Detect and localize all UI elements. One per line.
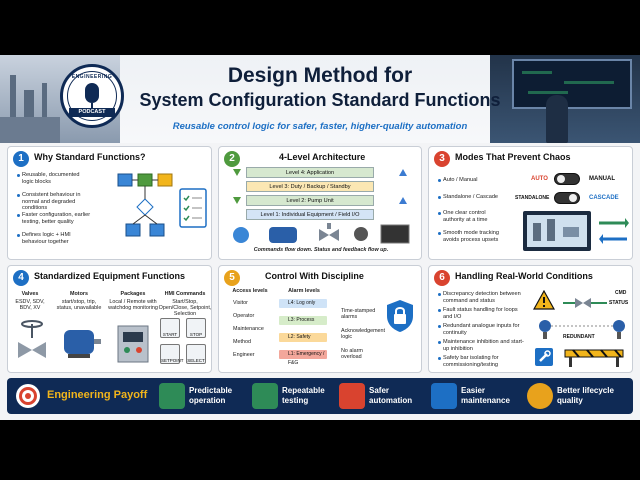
card-title: Modes That Prevent Chaos — [455, 152, 571, 162]
arrow-down-icon — [233, 197, 241, 204]
valve-feedback-icon — [563, 298, 607, 308]
payoff-heading: Engineering Payoff — [47, 389, 148, 401]
motor-icon — [64, 330, 101, 358]
operator-figure-icon — [546, 95, 568, 143]
shield-lock-icon — [387, 300, 413, 332]
card-number-badge: 2 — [224, 151, 240, 167]
alarm-level-2: L2: Safety — [279, 333, 327, 342]
alarm-level-4: L4: Log only — [279, 299, 327, 308]
access-engineer: Engineer — [233, 352, 255, 358]
cmd-label: CMD — [615, 290, 627, 296]
card-standardized-equipment: 4 Standardized Equipment Functions Valve… — [7, 265, 212, 373]
page-title-line-2: System Configuration Standard Functions — [139, 90, 501, 110]
card-number-badge: 5 — [224, 270, 240, 286]
access-maintenance: Maintenance — [233, 326, 264, 332]
column-motors-head: Motors — [70, 291, 88, 297]
shield-check-icon — [339, 383, 365, 409]
target-icon — [16, 384, 40, 408]
package-panel-icon — [117, 325, 149, 363]
level-1-bar: Level 1: Individual Equipment / Field I/… — [246, 209, 374, 220]
arrow-up-icon — [399, 169, 407, 176]
arrow-up-icon — [399, 197, 407, 204]
access-levels-head: Access levels — [232, 288, 268, 294]
standalone-label: STANDALONE — [515, 195, 550, 201]
card-number-badge: 3 — [434, 151, 450, 167]
chart-growth-icon — [159, 383, 185, 409]
valve-icon — [18, 320, 46, 358]
card-number-badge: 4 — [13, 270, 29, 286]
card-title: Why Standard Functions? — [34, 152, 146, 162]
column-hmi-text: Start/Stop, Open/Close, Setpoint, Select… — [158, 299, 212, 318]
access-operator: Operator — [233, 313, 255, 319]
wrench-icon — [535, 348, 553, 366]
column-packages-head: Packages — [120, 291, 146, 297]
card-number-badge: 6 — [434, 270, 450, 286]
level-3-bar: Level 3: Duty / Backup / Standby — [246, 181, 374, 192]
page-subtitle: Reusable control logic for safer, faster… — [172, 121, 468, 132]
standalone-cascade-toggle[interactable] — [554, 192, 580, 204]
hmi-select-button[interactable]: SELECT — [186, 344, 206, 364]
hmi-start-button[interactable]: START — [160, 318, 180, 338]
redundant-sensors-icon — [539, 320, 625, 339]
arrow-down-icon — [233, 169, 241, 176]
note-acknowledgement: Acknowledgement logic — [341, 328, 386, 341]
redundant-label: REDUNDANT — [563, 334, 595, 340]
level-4-bar: Level 4: Application — [246, 167, 374, 178]
access-visitor: Visitor — [233, 300, 248, 306]
note-no-overload: No alarm overload — [341, 348, 363, 361]
card-number-badge: 1 — [13, 151, 29, 167]
card-modes-prevent-chaos: 3 Modes That Prevent Chaos Auto / Manual… — [428, 146, 633, 260]
poster-header: ENGINEERING PODCAST Design Method for Sy… — [0, 55, 640, 143]
lightbulb-icon — [527, 383, 553, 409]
card-why-standard-functions: 1 Why Standard Functions? Reusable, docu… — [7, 146, 212, 260]
status-label: STATUS — [609, 300, 629, 306]
column-valves-text: ESDV, SDV, BDV, XV — [15, 299, 45, 312]
auto-label: AUTO — [531, 176, 548, 182]
podcast-logo: ENGINEERING PODCAST — [60, 64, 124, 128]
auto-manual-toggle[interactable] — [554, 173, 580, 185]
note-time-stamped: Time-stamped alarms — [341, 308, 376, 321]
logic-blocks-icon — [117, 173, 173, 237]
card-control-discipline: 5 Control With Discipline Access levels … — [218, 265, 422, 373]
column-motors-text: start/stop, trip, status, unavailable — [56, 299, 102, 312]
checklist-icon — [179, 188, 207, 228]
monitor-wall-icon — [512, 59, 632, 109]
hmi-setpoint-button[interactable]: SETPOINT — [160, 344, 184, 364]
alarm-level-1: L1: Emergency / F&G — [279, 350, 327, 366]
warning-icon — [533, 290, 555, 310]
column-packages-text: Local / Remote with watchdog monitoring — [108, 299, 158, 312]
checklist-icon — [252, 383, 278, 409]
architecture-caption: Commands flow down. Status and feedback … — [253, 247, 389, 253]
manual-label: MANUAL — [589, 176, 615, 182]
page-title-line-1: Design Method for — [227, 64, 413, 87]
tools-icon — [431, 383, 457, 409]
control-room-illustration — [490, 55, 640, 143]
safety-barrier-icon — [564, 349, 624, 367]
alarm-level-3: L3: Process — [279, 316, 327, 325]
infographic-poster: ENGINEERING PODCAST Design Method for Sy… — [0, 55, 640, 420]
hmi-stop-button[interactable]: STOP — [186, 318, 206, 338]
card-4-level-architecture: 2 4-Level Architecture Level 4: Applicat… — [218, 146, 422, 260]
microphone-icon — [85, 83, 99, 103]
card-title: 4-Level Architecture — [279, 152, 366, 162]
level-2-bar: Level 2: Pump Unit — [246, 195, 374, 206]
field-equipment-icons — [233, 223, 410, 244]
column-hmi-head: HMI Commands — [164, 291, 206, 297]
cascade-label: CASCADE — [589, 195, 619, 201]
card-real-world-conditions: 6 Handling Real-World Conditions Discrep… — [428, 265, 633, 373]
hmi-monitor-icon — [523, 211, 629, 251]
card-title: Standardized Equipment Functions — [34, 271, 186, 281]
alarm-levels-head: Alarm levels — [288, 288, 320, 294]
access-method: Method — [233, 339, 251, 345]
card-title: Handling Real-World Conditions — [455, 271, 593, 281]
card-title: Control With Discipline — [265, 271, 364, 281]
column-valves-head: Valves — [21, 291, 39, 297]
